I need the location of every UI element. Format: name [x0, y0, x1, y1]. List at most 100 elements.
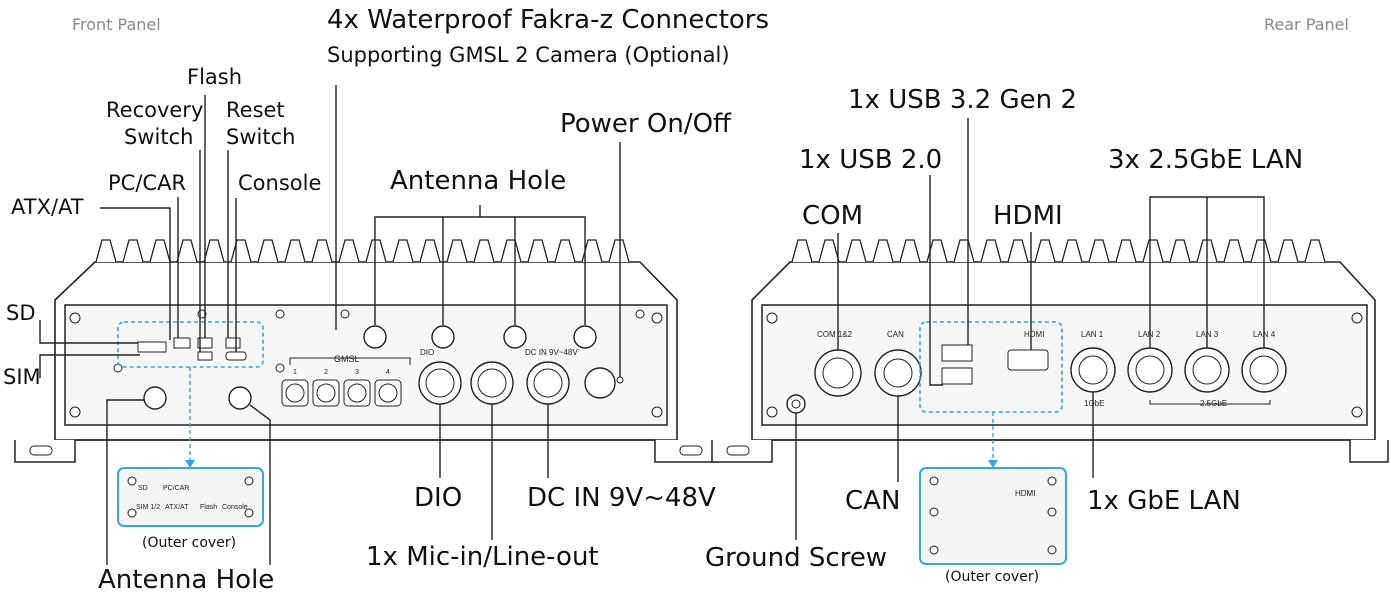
lan1-silkscreen: LAN 1 [1081, 330, 1104, 339]
recovery-label-line1: Recovery [106, 98, 204, 122]
usb20-label: 1x USB 2.0 [799, 145, 943, 175]
heatsink-fin [1007, 239, 1029, 263]
cover-hdmi-text: HDMI [1015, 489, 1035, 498]
antenna-hole-bottom-label: Antenna Hole [98, 565, 275, 595]
hdmi-silkscreen: HDMI [1024, 330, 1044, 339]
recovery-label-line2: Switch [124, 125, 194, 149]
sd-slot [137, 341, 167, 353]
heatsink-fin [257, 239, 279, 263]
can-label: CAN [845, 486, 901, 516]
front-panel-title: Front Panel [72, 15, 161, 34]
front-outer-cover-label: (Outer cover) [142, 535, 237, 551]
heatsink-fin [818, 239, 840, 263]
dc-in-silkscreen: DC IN 9V~48V [525, 348, 578, 357]
cover-sd-text: SD [138, 485, 148, 492]
gmsl-silkscreen: GMSL [334, 354, 360, 364]
usb32-label: 1x USB 3.2 Gen 2 [848, 85, 1077, 115]
reset-button [225, 337, 241, 349]
front-leader-lines [39, 85, 621, 565]
heatsink-fin [176, 239, 198, 263]
heatsink-fin [1169, 239, 1191, 263]
heatsink-fin [473, 239, 495, 263]
rear-panel-title: Rear Panel [1264, 15, 1349, 34]
heatsink-fin [284, 239, 306, 263]
heatsink-fin [1142, 239, 1164, 263]
heatsink-fin [1034, 239, 1056, 263]
rear-outer-cover-label: (Outer cover) [945, 569, 1040, 585]
com-silkscreen: COM 1&2 [817, 330, 853, 339]
gmsl-port-number: 4 [386, 369, 390, 376]
heatsink-fin [500, 239, 522, 263]
rear-round-connectors [786, 349, 922, 414]
heatsink-fin [845, 239, 867, 263]
can-silkscreen: CAN [887, 330, 904, 339]
heatsink-fin [980, 239, 1002, 263]
heatsink-fin [608, 239, 630, 263]
heatsink-fin [1061, 239, 1083, 263]
cover-console-text: Console [222, 504, 248, 511]
gbe-label: 1x GbE LAN [1087, 486, 1241, 516]
cover-sim-text: SIM 1/2 [136, 504, 160, 511]
pccar-label: PC/CAR [108, 171, 187, 195]
antenna-holes-front [143, 325, 597, 410]
mic-label: 1x Mic-in/Line-out [366, 542, 599, 572]
dc-in-label: DC IN 9V~48V [527, 483, 716, 513]
heatsink-fin [1223, 239, 1245, 263]
heatsink-fin [122, 239, 144, 263]
front-outer-cover: SD PC/CAR SIM 1/2 ATX/AT Flash Console [117, 467, 264, 527]
dio-label: DIO [414, 483, 463, 513]
cover-pccar-text: PC/CAR [163, 485, 189, 492]
heatsink-fin [446, 239, 468, 263]
usb20-port [941, 367, 973, 385]
heatsink-fin [1250, 239, 1272, 263]
heatsink-fin [365, 239, 387, 263]
pccar-switch [173, 337, 191, 349]
gmsl-port-number: 3 [355, 369, 359, 376]
heatsink-fin [95, 239, 117, 263]
lan3-label: 3x 2.5GbE LAN [1108, 145, 1304, 175]
gmsl-port-number: 2 [324, 369, 328, 376]
heatsink-fin [392, 239, 414, 263]
gmsl-port-number: 1 [293, 369, 297, 376]
front-chassis [14, 239, 719, 463]
heatsink-fin [338, 239, 360, 263]
heatsink-fin [1304, 239, 1326, 263]
ground-screw-label: Ground Screw [705, 543, 888, 573]
heatsink-fin [791, 239, 813, 263]
reset-label-line2: Switch [226, 125, 296, 149]
recovery-button [197, 351, 213, 361]
lan-connectors [1070, 347, 1287, 393]
heatsink-fin [1277, 239, 1299, 263]
usb32-port [941, 344, 973, 362]
hdmi-label: HDMI [993, 201, 1063, 231]
rear-outer-cover: HDMI [919, 467, 1067, 565]
heatsink-fin [149, 239, 171, 263]
fakra-label-line2: Supporting GMSL 2 Camera (Optional) [327, 43, 730, 67]
heatsink-fin [899, 239, 921, 263]
heatsink-fin [872, 239, 894, 263]
console-port [225, 351, 247, 361]
dio-silkscreen: DIO [420, 348, 434, 357]
reset-label-line1: Reset [226, 98, 285, 122]
heatsink-fin [527, 239, 549, 263]
heatsink-fin [203, 239, 225, 263]
front-cover-area [117, 321, 264, 368]
heatsink-fin [1115, 239, 1137, 263]
cover-flash-text: Flash [200, 504, 217, 511]
com-label: COM [802, 201, 864, 231]
hdmi-port [1007, 349, 1049, 371]
gbe-silkscreen: 1GbE [1084, 399, 1104, 408]
fakra-label-line1: 4x Waterproof Fakra-z Connectors [327, 5, 770, 35]
heatsink-fin [554, 239, 576, 263]
sd-label: SD [6, 301, 36, 325]
heatsink-fin [419, 239, 441, 263]
atx-at-label: ATX/AT [11, 195, 84, 219]
rear-chassis [711, 239, 1389, 463]
heatsink-fin [1088, 239, 1110, 263]
heatsink-fin [230, 239, 252, 263]
flash-label: Flash [187, 65, 243, 89]
rear-leader-lines [795, 118, 1265, 540]
heatsink-fin [311, 239, 333, 263]
